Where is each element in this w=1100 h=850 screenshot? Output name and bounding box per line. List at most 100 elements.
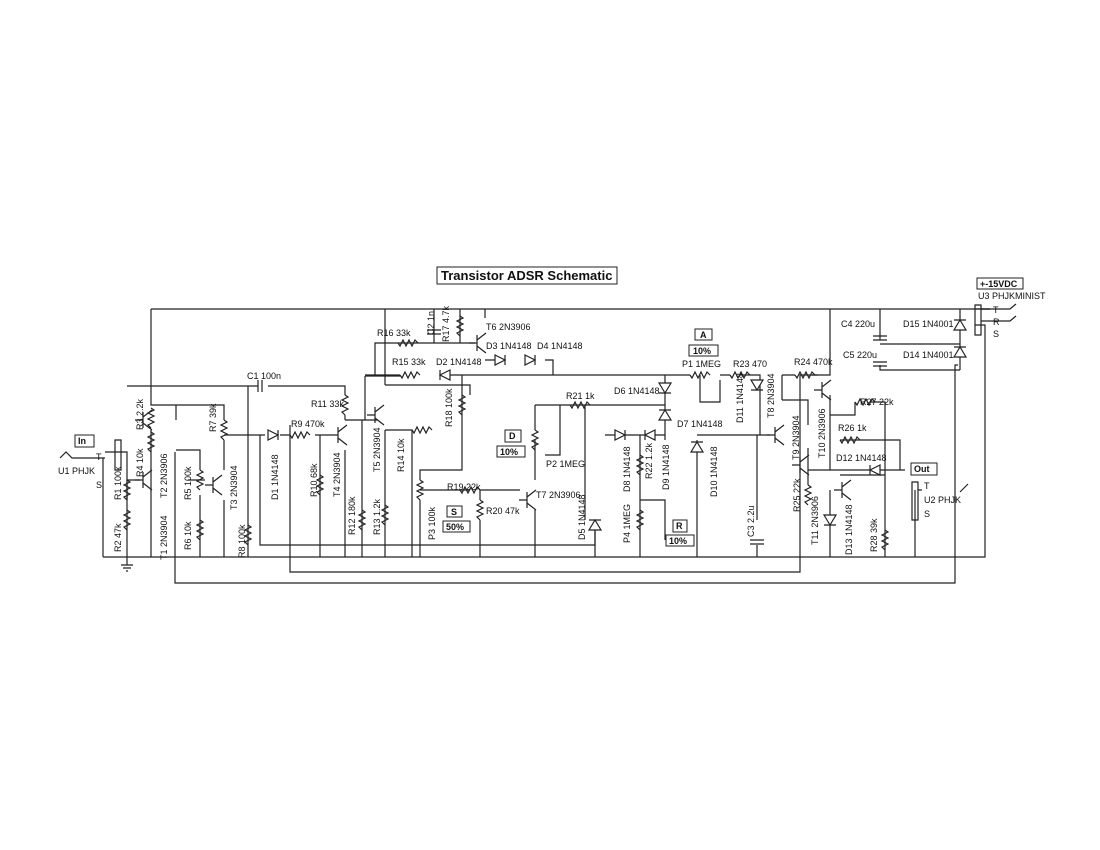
r13-resistor-symbol [380,504,390,526]
ground-icon [121,557,133,572]
label-c4: C4 220u [841,319,875,329]
wire-ground-rail [103,324,986,558]
wire-t1t2 [126,309,225,557]
label-r6: R6 10k [183,521,193,550]
release-box [672,519,688,533]
c4-capacitor-symbol [873,335,887,341]
t3-transistor-symbol [205,474,223,496]
d6-diode-symbol [657,382,673,395]
t4-transistor-symbol [330,424,348,446]
label-r11: R11 33k [311,399,344,409]
label-d12: D12 1N4148 [836,453,887,463]
u2-s: S [924,509,930,519]
out-label: Out [914,464,930,474]
r19-resistor-symbol [459,485,481,495]
label-r12: R12 180k [347,496,357,535]
label-r2: R2 47k [113,523,123,552]
label-d3: D3 1N4148 [486,341,532,351]
u1-s: S [96,480,102,490]
p2-resistor-symbol [530,429,540,451]
attack-box [694,328,713,341]
t5-transistor-symbol [367,404,385,426]
wire-t4 [280,415,378,557]
wire-bus-2 [174,364,958,584]
release-label: R [676,521,683,531]
r5-resistor-symbol [195,469,205,491]
power-box [976,277,1024,290]
u2-t: T [924,481,930,491]
label-r25: R25 22k [792,478,802,512]
d2-diode-symbol [438,369,451,381]
label-t1: T1 2N3904 [159,515,169,560]
in-box [74,434,95,448]
t6-transistor-symbol [469,332,487,354]
r7-resistor-symbol [219,419,229,441]
label-t10: T10 2N3906 [817,408,827,458]
label-d15: D15 1N4001 [903,319,954,329]
d9-diode-symbol [643,429,656,441]
title-box [436,266,618,285]
t2-transistor-symbol [135,409,153,431]
u2-jack-symbol [911,481,969,521]
u3-jack-symbol [974,303,1017,336]
r9-resistor-symbol [289,430,311,440]
label-r19: R19 22k [447,482,481,492]
components [59,303,1017,572]
label-r10: R10 68k [309,463,319,497]
d10-diode-symbol [689,440,705,453]
sustain-value: 50% [446,522,464,532]
title-block: Transistor ADSR Schematic [436,266,618,285]
label-r17: R17 4.7k [441,305,451,342]
u3-s: S [993,329,999,339]
r2-resistor-symbol [122,509,132,531]
wire-release [605,374,770,557]
r27-resistor-symbol [854,397,876,407]
r17-resistor-symbol [455,315,465,337]
r14-resistor-symbol [411,425,433,435]
r22-resistor-symbol [635,454,645,476]
label-d13: D13 1N4148 [844,504,854,555]
t7-transistor-symbol [519,489,537,511]
label-r26: R26 1k [838,423,867,433]
r26-resistor-symbol [839,435,861,445]
attack-label: A [700,330,707,340]
label-r21: R21 1k [566,391,595,401]
label-r8: R8 100k [237,524,247,558]
label-r1: R1 100k [113,466,123,500]
label-c5: C5 220u [843,350,877,360]
t1-transistor-symbol [135,469,153,491]
p3-resistor-symbol [415,479,425,501]
t9-transistor-symbol [792,454,810,476]
label-d11: D11 1N4148 [735,373,745,423]
in-label: In [78,436,86,446]
label-r22: R22 1.2k [644,442,654,479]
label-r9: R9 470k [291,419,325,429]
label-d6: D6 1N4148 [614,386,660,396]
d14-diode-symbol [952,345,968,358]
label-r18: R18 100k [444,388,454,427]
r21-resistor-symbol [569,400,591,410]
r4-resistor-symbol [146,431,156,453]
label-r4: R4 10k [135,448,145,477]
label-r23: R23 470 [733,359,767,369]
t10-transistor-symbol [814,379,832,401]
label-r5: R5 100k [183,466,193,500]
label-r16: R16 33k [377,328,411,338]
label-d1: D1 1N4148 [270,454,280,500]
attack-value-box [688,344,719,357]
u3-r: R [993,317,1000,327]
label-t5: T5 2N3904 [372,427,382,472]
d1-diode-symbol [267,429,280,441]
label-d14: D14 1N4001 [903,350,954,360]
r16-resistor-symbol [397,338,419,348]
label-t7: T7 2N3906 [536,490,581,500]
label-c1: C1 100n [247,371,281,381]
label-r27: R27 22k [860,397,894,407]
jack-labels: T U1 PHJK S T U2 PHJK S U3 PHJKMINIST T … [58,291,1046,519]
label-r28: R28 39k [869,518,879,552]
label-d5: D5 1N4148 [577,494,587,540]
control-boxes: In Out +-15VDC A 10% D 10% S 50% R 10% [74,277,1024,547]
wire-attack [665,374,730,403]
c2-capacitor-symbol [427,329,441,335]
